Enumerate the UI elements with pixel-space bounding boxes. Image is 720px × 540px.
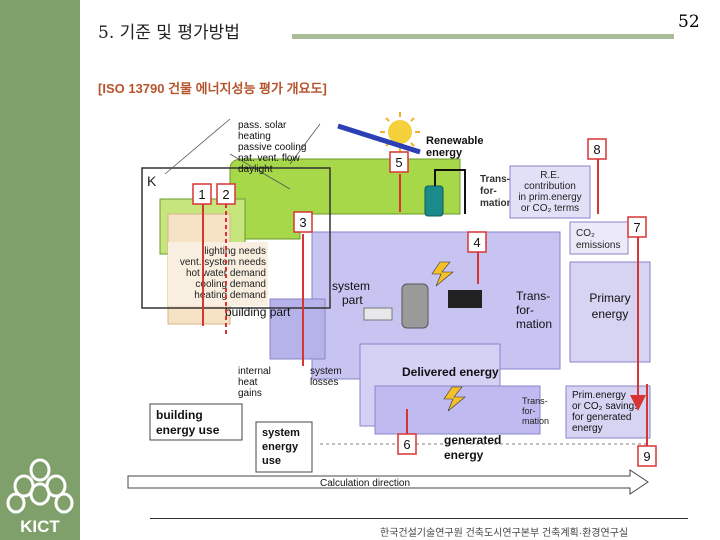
gen-0: generated: [444, 433, 501, 447]
num-4: 4: [473, 235, 480, 250]
title-bar: [292, 34, 674, 39]
primary-energy-box: [569, 261, 651, 363]
generator-icon: [448, 290, 482, 308]
diagram-subtitle: [ISO 13790 건물 에너지성능 평가 개요도]: [98, 81, 327, 96]
prim-savings-box: [565, 385, 651, 439]
re-contrib-0: R.E.: [540, 170, 559, 181]
needs-0: lighting needs: [204, 246, 266, 257]
primary-1: energy: [592, 307, 629, 321]
prim-savings-0: Prim.energy: [572, 390, 626, 401]
boiler-icon: [401, 283, 429, 329]
prim-savings-2: for generated: [572, 412, 632, 423]
trans-re-0: Trans-: [480, 174, 510, 185]
num-8: 8: [593, 142, 600, 157]
storage-tank-icon: [424, 185, 444, 217]
trans-main-1: for-: [516, 303, 534, 317]
primary-0: Primary: [589, 291, 630, 305]
num-3: 3: [299, 215, 306, 230]
renewable-line-1: energy: [426, 147, 463, 159]
ihg-1: heat: [238, 377, 258, 388]
num-6: 6: [403, 437, 410, 452]
page-title: 5. 기준 및 평가방법: [98, 23, 240, 43]
losses-0: system: [310, 366, 342, 377]
footer-rule: [150, 518, 688, 519]
passive-line-2: passive cooling: [238, 142, 306, 153]
footer-text: 한국건설기술연구원 건축도시연구본부 건축계획·환경연구실: [380, 528, 629, 539]
trans-small-2: mation: [522, 416, 549, 426]
co2-box: [569, 221, 629, 255]
prim-savings-3: energy: [572, 423, 603, 434]
trans-re-2: mation: [480, 198, 513, 209]
lightning-icon-2: [443, 386, 466, 412]
num-7: 7: [633, 220, 640, 235]
num-2: 2: [222, 187, 229, 202]
seu-2: use: [262, 455, 281, 467]
calc-direction-label: Calculation direction: [320, 478, 410, 489]
ihg-0: internal: [238, 366, 271, 377]
k-label: K: [147, 173, 157, 189]
ihg-2: gains: [238, 388, 262, 399]
re-contribution-box: [509, 165, 591, 219]
beu-0: building: [156, 408, 203, 422]
passive-line-0: pass. solar: [238, 120, 287, 131]
logo-text: KICT: [20, 517, 60, 536]
sun-icon: [380, 112, 420, 152]
needs-panel: [168, 242, 268, 306]
kict-logo: KICT: [6, 458, 74, 536]
passive-line-3: nat. vent. flow: [238, 153, 300, 164]
re-contrib-2: in prim.energy: [518, 192, 581, 203]
trans-small-0: Trans-: [522, 396, 548, 406]
seu-1: energy: [262, 441, 299, 453]
calc-direction-arrow: [127, 469, 649, 495]
gen-1: energy: [444, 448, 484, 462]
needs-2: hot water demand: [186, 268, 266, 279]
page-number: 52: [678, 12, 700, 32]
lightning-icon: [431, 261, 454, 287]
purple-duct-generated: [374, 385, 541, 435]
needs-1: vent. system needs: [180, 257, 266, 268]
co2-line-1: emissions: [576, 240, 620, 251]
solar-panel-icon: [337, 123, 421, 155]
system-part-0: system: [332, 279, 370, 293]
beu-1: energy use: [156, 423, 220, 437]
number-boxes: [192, 138, 657, 467]
num-9: 9: [643, 449, 650, 464]
building-energy-use-box: [149, 403, 243, 441]
passive-line-4: daylight: [238, 164, 273, 175]
passive-line-1: heating: [238, 131, 271, 142]
building-part-frame: [141, 167, 331, 309]
delivered-energy-label: Delivered energy: [402, 365, 499, 379]
trans-re-1: for-: [480, 186, 497, 197]
system-energy-use-box: [255, 421, 313, 473]
co2-line-0: CO₂: [576, 228, 595, 239]
re-contrib-3: or CO₂ terms: [521, 203, 579, 214]
trans-small-1: for-: [522, 406, 536, 416]
num-5: 5: [395, 155, 402, 170]
num-1: 1: [198, 187, 205, 202]
system-part-1: part: [342, 293, 363, 307]
re-contrib-1: contribution: [524, 181, 576, 192]
sidebar-band: [0, 0, 80, 540]
seu-0: system: [262, 427, 300, 439]
trans-main-2: mation: [516, 317, 552, 331]
supply-pipe: [434, 169, 466, 214]
renewable-line-0: Renewable: [426, 135, 483, 147]
purple-duct-left: [269, 298, 326, 360]
pipe-segment-icon: [363, 307, 393, 321]
needs-3: cooling demand: [195, 279, 266, 290]
losses-1: losses: [310, 377, 338, 388]
trans-main-0: Trans-: [516, 289, 550, 303]
iso-13790-diagram: K pass. solar heating passive cooling na…: [127, 112, 657, 495]
needs-4: heating demand: [194, 290, 266, 301]
building-part-label: building part: [225, 305, 291, 319]
prim-savings-1: or CO₂ savings: [572, 401, 639, 412]
